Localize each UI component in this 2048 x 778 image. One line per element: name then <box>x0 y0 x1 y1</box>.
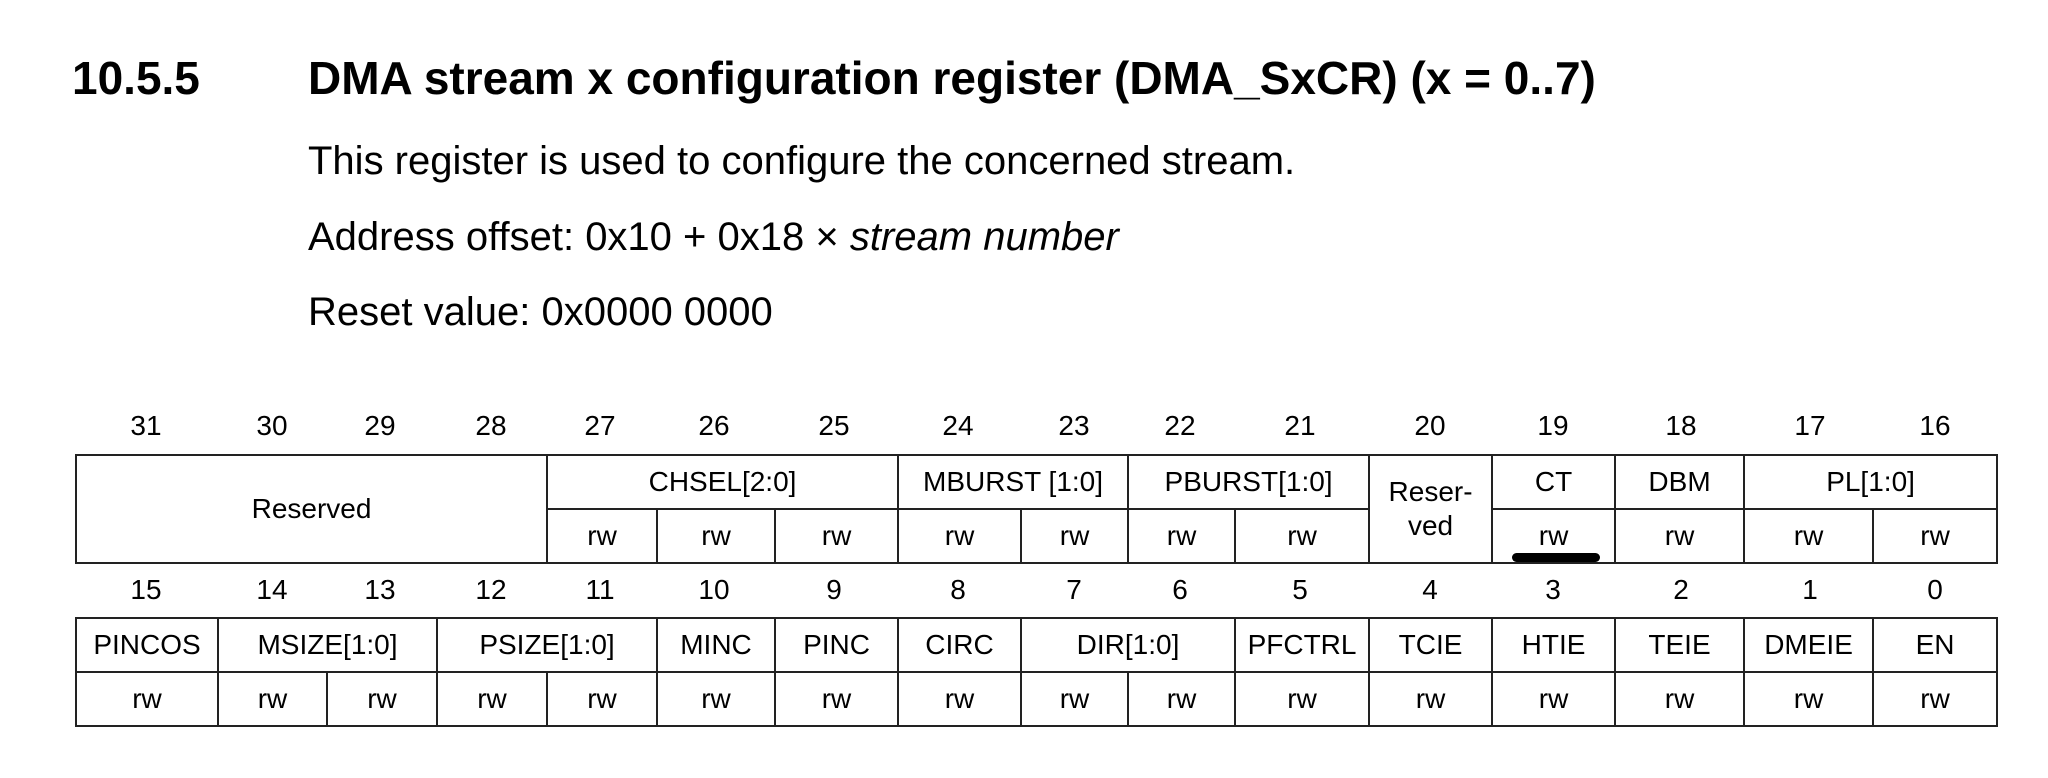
bit-number: 8 <box>950 574 966 605</box>
access-rw-bit5: rw <box>1234 671 1371 727</box>
access-rw-bit8: rw <box>897 671 1023 727</box>
bit-number: 12 <box>475 574 507 605</box>
access-rw-bit10: rw <box>656 671 777 727</box>
bit-number: 13 <box>364 574 396 605</box>
field-pfctrl: PFCTRL <box>1234 617 1371 673</box>
bit-number: 18 <box>1665 410 1697 441</box>
bit-number: 11 <box>585 574 615 605</box>
access-rw-bit16: rw <box>1872 508 1999 564</box>
access-rw-bit26: rw <box>656 508 777 564</box>
bit-number: 17 <box>1794 410 1826 441</box>
section-number: 10.5.5 <box>72 52 200 104</box>
access-rw-bit27: rw <box>546 508 659 564</box>
bit-number: 23 <box>1058 410 1090 441</box>
field-chsel: CHSEL[2:0] <box>546 454 900 510</box>
bit-number: 6 <box>1172 574 1188 605</box>
access-rw-bit18: rw <box>1614 508 1746 564</box>
field-psize: PSIZE[1:0] <box>436 617 659 673</box>
field-msize: MSIZE[1:0] <box>216 617 439 673</box>
bit-number: 10 <box>698 574 730 605</box>
field-htie: HTIE <box>1491 617 1617 673</box>
field-reserved-20-line1: Reser- <box>1388 476 1473 507</box>
access-rw-bit25: rw <box>774 508 900 564</box>
bit-number: 22 <box>1164 410 1196 441</box>
access-rw-bit17: rw <box>1743 508 1875 564</box>
bit-number: 21 <box>1284 410 1316 441</box>
bit-number: 5 <box>1292 574 1308 605</box>
access-rw-bit1: rw <box>1743 671 1875 727</box>
address-offset: Address offset: 0x10 + 0x18 × stream num… <box>308 212 1119 262</box>
access-rw-bit23: rw <box>1020 508 1130 564</box>
bit-number: 9 <box>826 574 842 605</box>
access-rw-bit13: rw <box>325 671 439 727</box>
access-rw-bit7: rw <box>1020 671 1130 727</box>
field-pl: PL[1:0] <box>1743 454 1999 510</box>
ct-underline-mark <box>1512 553 1600 562</box>
access-rw-bit3: rw <box>1491 671 1617 727</box>
access-rw-bit15: rw <box>75 671 219 727</box>
field-reserved-20: Reser-ved <box>1368 454 1494 564</box>
bit-number: 20 <box>1414 410 1446 441</box>
field-tcie: TCIE <box>1368 617 1494 673</box>
address-offset-label: Address offset: 0x10 + 0x18 × <box>308 215 850 259</box>
section-heading: 10.5.5 DMA stream x configuration registe… <box>72 46 1596 110</box>
register-upper-table: Reserved CHSEL[2:0] MBURST [1:0] PBURST[… <box>74 454 1999 564</box>
field-minc: MINC <box>656 617 777 673</box>
bit-number: 7 <box>1066 574 1082 605</box>
access-rw-bit24: rw <box>897 508 1023 564</box>
field-reserved-20-line2: ved <box>1407 510 1454 541</box>
address-offset-italic: stream number <box>849 215 1119 259</box>
bit-number: 30 <box>256 410 288 441</box>
access-rw-bit0: rw <box>1872 671 1999 727</box>
bit-number: 2 <box>1673 574 1689 605</box>
access-rw-bit21: rw <box>1234 508 1371 564</box>
bit-number: 28 <box>475 410 507 441</box>
field-pincos: PINCOS <box>75 617 219 673</box>
field-pburst: PBURST[1:0] <box>1127 454 1371 510</box>
access-rw-bit11: rw <box>546 671 659 727</box>
field-en: EN <box>1872 617 1999 673</box>
field-dir: DIR[1:0] <box>1020 617 1237 673</box>
field-reserved: Reserved <box>74 454 549 564</box>
bit-number: 31 <box>130 410 162 441</box>
bit-number: 4 <box>1422 574 1438 605</box>
reset-value: Reset value: 0x0000 0000 <box>308 290 773 334</box>
field-dmeie: DMEIE <box>1743 617 1875 673</box>
field-mburst: MBURST [1:0] <box>897 454 1130 510</box>
bit-number: 15 <box>130 574 162 605</box>
register-lower-table: PINCOS MSIZE[1:0] PSIZE[1:0] MINC PINC C… <box>75 617 1999 727</box>
access-rw-bit14: rw <box>217 671 328 727</box>
access-rw-bit9: rw <box>774 671 900 727</box>
bit-number: 3 <box>1545 574 1561 605</box>
section-title: DMA stream x configuration register (DMA… <box>308 52 1596 104</box>
field-ct: CT <box>1491 454 1617 510</box>
access-rw-bit4: rw <box>1368 671 1494 727</box>
bit-number: 29 <box>364 410 396 441</box>
bit-number: 16 <box>1919 410 1951 441</box>
field-teie: TEIE <box>1614 617 1746 673</box>
bit-number: 0 <box>1927 574 1943 605</box>
access-rw-bit12: rw <box>436 671 549 727</box>
bit-number: 27 <box>584 410 616 441</box>
bit-number: 14 <box>256 574 288 605</box>
field-pinc: PINC <box>774 617 900 673</box>
field-circ: CIRC <box>897 617 1023 673</box>
bit-number: 24 <box>942 410 974 441</box>
bit-number: 1 <box>1802 574 1818 605</box>
register-description: This register is used to configure the c… <box>308 139 1296 183</box>
bit-number: 19 <box>1537 410 1569 441</box>
access-rw-bit22: rw <box>1127 508 1237 564</box>
access-rw-bit2: rw <box>1614 671 1746 727</box>
access-rw-bit6: rw <box>1127 671 1237 727</box>
bit-number: 25 <box>818 410 850 441</box>
field-dbm: DBM <box>1614 454 1746 510</box>
bit-number: 26 <box>698 410 730 441</box>
